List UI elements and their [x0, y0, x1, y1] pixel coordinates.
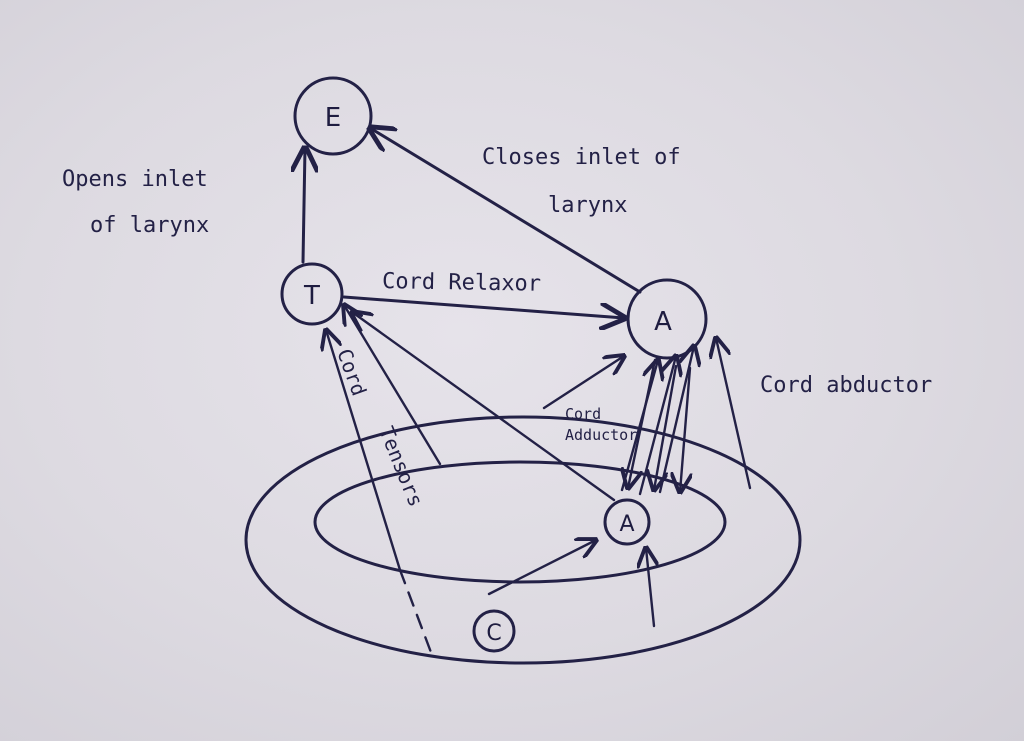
node-inner: A [603, 498, 651, 546]
label-opens-inlet-line1: Opens inlet [62, 167, 208, 192]
node-left: T [280, 262, 344, 326]
label-cord-tensors-line2: Tensors [374, 423, 428, 510]
arrow-abductor [716, 338, 752, 490]
label-closes-inlet-line2: larynx [548, 193, 627, 218]
arrow-bottom-to-inner [487, 540, 596, 596]
label-cord-adductor-line2: Adductor [565, 426, 637, 444]
node-bottom: C [472, 609, 516, 653]
arrow-inner-to-right-3 [658, 346, 694, 494]
node-left-letter: T [303, 281, 320, 311]
node-top: E [293, 76, 373, 156]
arrow-adductor [542, 356, 624, 410]
arrow-relaxor [342, 295, 624, 318]
tensor-dashed-line [398, 568, 434, 657]
node-inner-letter: A [619, 512, 634, 537]
label-closes-inlet-line1: Closes inlet of [482, 145, 681, 170]
inner-ring [313, 460, 727, 584]
arrow-right-to-inner-3 [680, 366, 690, 492]
arrow-left-to-top [303, 148, 305, 264]
node-top-letter: E [325, 103, 341, 133]
label-opens-inlet-line2: of larynx [90, 213, 209, 238]
label-cord-adductor-line1: Cord [565, 405, 601, 423]
node-bottom-letter: C [486, 621, 501, 646]
node-right-letter: A [654, 307, 672, 337]
outer-ring [244, 415, 802, 665]
label-cord-abductor: Cord abductor [760, 373, 932, 398]
arrow-right-to-top [370, 128, 642, 294]
arrow-right-to-inner-2 [654, 364, 678, 490]
arrow-inner-to-left [352, 312, 616, 502]
arrow-right-to-inner-1 [628, 358, 657, 488]
arrow-tensor [326, 330, 402, 572]
label-cord-relaxor: Cord Relaxor [382, 269, 541, 297]
arrow-below-to-inner [646, 548, 654, 628]
